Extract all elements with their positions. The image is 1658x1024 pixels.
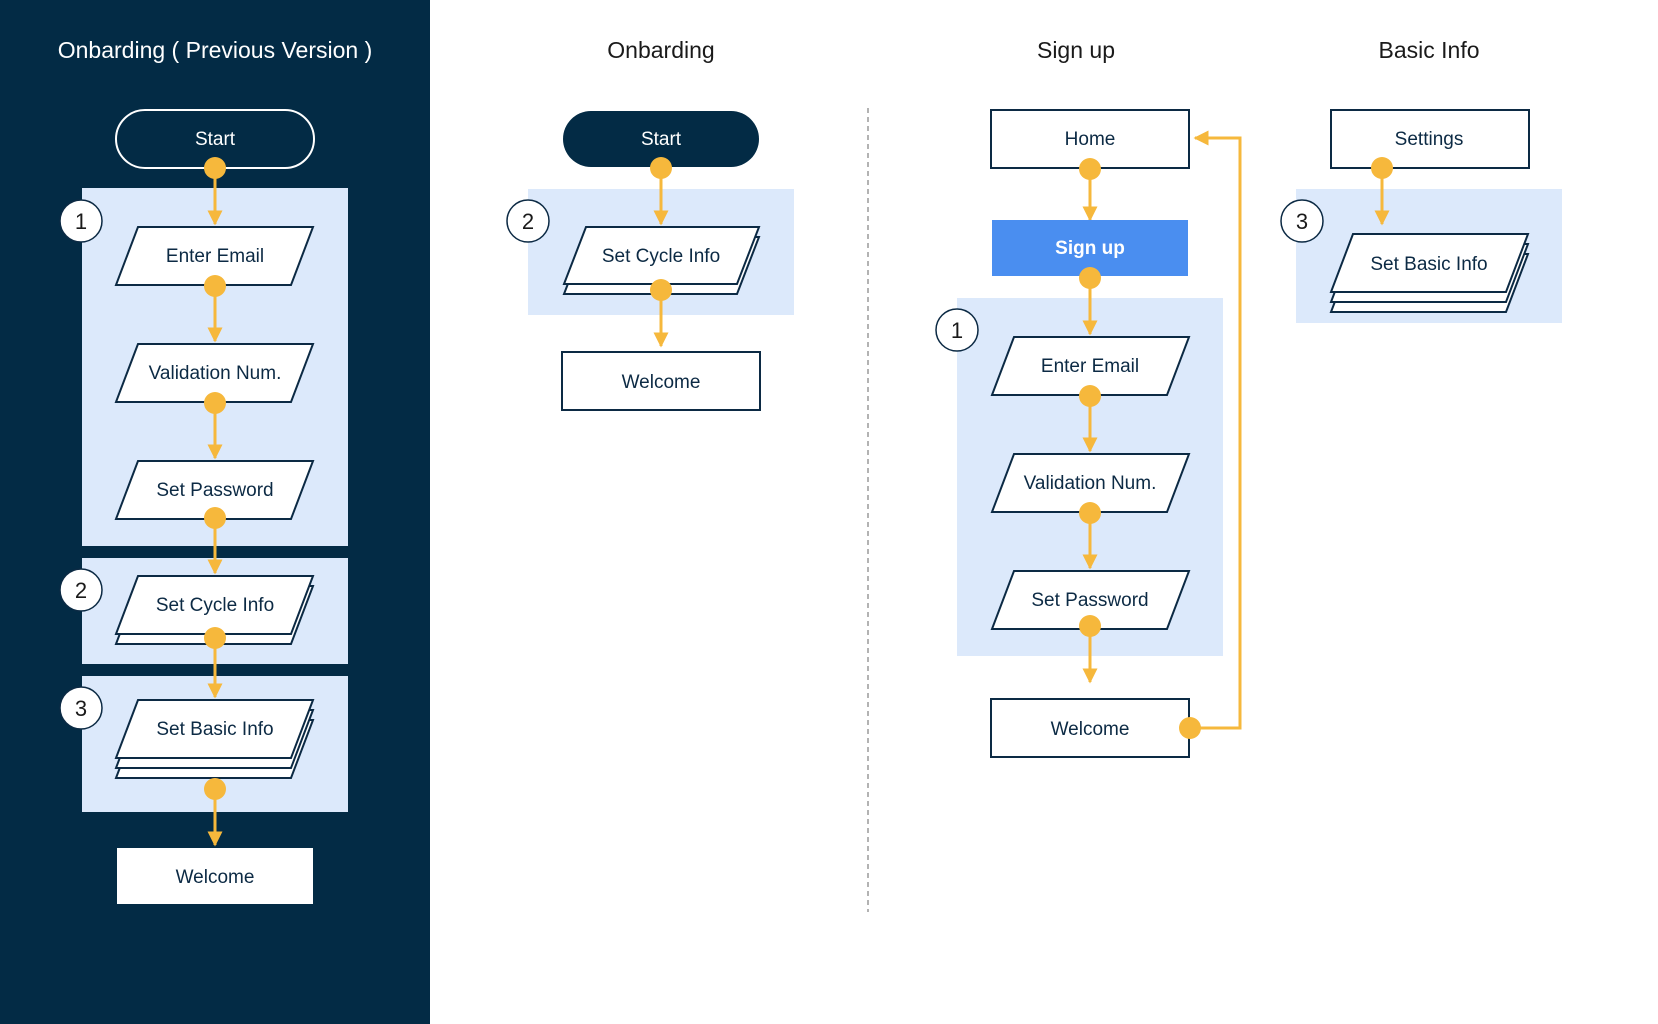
onboarding-welcome-node [561, 351, 761, 411]
home-label: Home [1065, 129, 1116, 150]
set-basic-node [114, 699, 315, 759]
validation-label: Validation Num. [149, 363, 282, 384]
onboarding-start-label: Start [641, 129, 682, 150]
signup-welcome-label: Welcome [1051, 719, 1130, 740]
signup-enter-email-node [990, 336, 1191, 396]
onboarding-set-cycle-node [562, 226, 761, 285]
signup-badge-1-circle [935, 308, 979, 352]
onboarding-badge-2-label: 2 [522, 209, 534, 234]
settings-label: Settings [1395, 129, 1464, 150]
badge-2-label: 2 [75, 578, 87, 603]
enter-email-label: Enter Email [166, 246, 264, 267]
signup-validation-label: Validation Num. [1024, 473, 1157, 494]
signup-button-label: Sign up [1055, 238, 1125, 259]
validation-node [114, 343, 315, 403]
settings-node [1330, 109, 1530, 169]
signup-button[interactable] [992, 220, 1188, 276]
badge-3-circle [59, 686, 103, 730]
onboarding-set-cycle-label: Set Cycle Info [602, 246, 720, 267]
set-password-label: Set Password [156, 480, 273, 501]
set-password-node [114, 460, 315, 520]
onboarding-start-terminal [563, 111, 759, 167]
badge-3-label: 3 [75, 696, 87, 721]
onboarding-dots [650, 157, 672, 301]
basic-info-set-basic-node [1329, 233, 1530, 293]
basic-info-dots [1371, 157, 1393, 179]
badge-1-circle [59, 199, 103, 243]
signup-title: Sign up [1037, 37, 1115, 63]
signup-enter-email-label: Enter Email [1041, 356, 1139, 377]
badge-1-label: 1 [75, 209, 87, 234]
signup-validation-node [990, 453, 1191, 513]
signup-badge-1-label: 1 [951, 318, 963, 343]
signup-set-password-label: Set Password [1031, 590, 1148, 611]
basic-info-set-basic-label: Set Basic Info [1370, 254, 1487, 275]
basic-info-title: Basic Info [1379, 37, 1480, 63]
onboarding-title: Onbarding [607, 37, 714, 63]
welcome-label: Welcome [176, 867, 255, 888]
enter-email-node [114, 226, 315, 286]
basic-info-badge-3-circle [1280, 199, 1324, 243]
previous-version-dots [204, 157, 226, 800]
onboarding-welcome-label: Welcome [622, 372, 701, 393]
onboarding-badge-2-circle [506, 199, 550, 243]
set-cycle-label: Set Cycle Info [156, 595, 274, 616]
badge-2-circle [59, 568, 103, 612]
welcome-to-home-loop [1190, 130, 1242, 730]
signup-set-password-node [990, 570, 1191, 630]
welcome-node [117, 848, 313, 904]
signup-dots [1079, 158, 1201, 739]
start-label: Start [195, 129, 236, 150]
set-basic-label: Set Basic Info [156, 719, 273, 740]
previous-version-title: Onbarding ( Previous Version ) [58, 37, 373, 63]
basic-info-badge-3-label: 3 [1296, 209, 1308, 234]
set-cycle-node [114, 575, 315, 635]
